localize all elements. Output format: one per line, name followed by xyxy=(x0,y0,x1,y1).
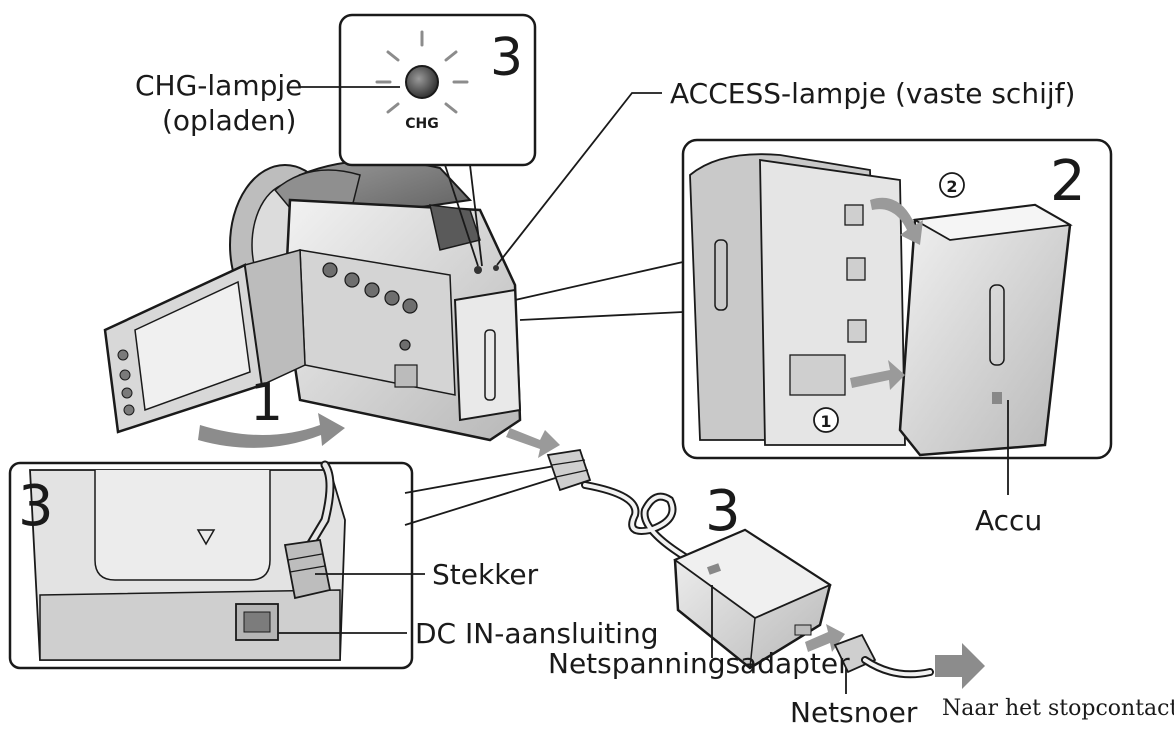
dc-plug xyxy=(546,448,592,492)
circle-step-2 xyxy=(939,172,965,198)
chg-lamp-icon xyxy=(405,65,439,99)
battery-slide-arrow xyxy=(850,360,905,390)
camcorder-lcd-screen xyxy=(134,280,251,412)
chg-lamp-rays xyxy=(375,30,469,114)
step-3-adapter-number: 3 xyxy=(705,479,741,544)
stekker-label: Stekker xyxy=(432,558,539,591)
camcorder-battery-rear xyxy=(453,288,522,422)
camcorder xyxy=(103,159,522,442)
plug-to-camera-arrow xyxy=(506,428,560,458)
naar-stopcontact-label: Naar het stopcontact xyxy=(942,696,1174,721)
netspanningsadapter-label: Netspanningsadapter xyxy=(548,647,850,680)
battery-terminals xyxy=(789,204,867,396)
to-outlet-arrow xyxy=(935,643,985,689)
chg-lamp-on-camera xyxy=(474,266,482,274)
dc-in-inset: 3 xyxy=(8,460,414,670)
lcd-buttons xyxy=(117,349,135,416)
access-lamp-leader xyxy=(496,92,662,266)
chg-text: CHG xyxy=(405,116,438,132)
access-lamp-on-camera xyxy=(493,265,499,271)
accu-label: Accu xyxy=(975,504,1042,537)
open-lcd-arrow xyxy=(198,413,345,448)
camcorder-side-buttons xyxy=(322,262,418,388)
step-2-number: 2 xyxy=(1050,149,1086,214)
step-3-inset-number: 3 xyxy=(18,474,54,539)
battery-inset-pointer-2 xyxy=(519,311,684,321)
circle-step-2-text: 2 xyxy=(946,177,957,196)
circle-step-1 xyxy=(813,407,839,433)
netsnoer-label: Netsnoer xyxy=(790,696,918,729)
step-1-number: 1 xyxy=(250,373,283,433)
dc-in-label: DC IN-aansluiting xyxy=(415,617,659,650)
step-3-callout-number: 3 xyxy=(490,28,523,88)
dc-in-pointer-2 xyxy=(404,474,566,526)
chg-callout-pointer-1 xyxy=(444,164,479,267)
chg-lamp-label-line1: CHG-lampje xyxy=(135,69,302,102)
chg-lamp-label-line2: (opladen) xyxy=(162,104,296,137)
battery-pack xyxy=(898,203,1072,457)
dc-in-pointer-1 xyxy=(404,464,561,494)
battery-inset: 1 2 2 xyxy=(681,138,1113,460)
inset-triangle-mark xyxy=(196,529,216,546)
chg-callout: CHG 3 xyxy=(338,13,537,167)
access-lamp-label: ACCESS-lampje (vaste schijf) xyxy=(670,77,1075,110)
battery-push-arrow xyxy=(870,197,923,245)
battery-inset-pointer-1 xyxy=(514,261,684,301)
circle-step-1-text: 1 xyxy=(820,412,831,431)
chg-callout-pointer-2 xyxy=(469,164,483,267)
